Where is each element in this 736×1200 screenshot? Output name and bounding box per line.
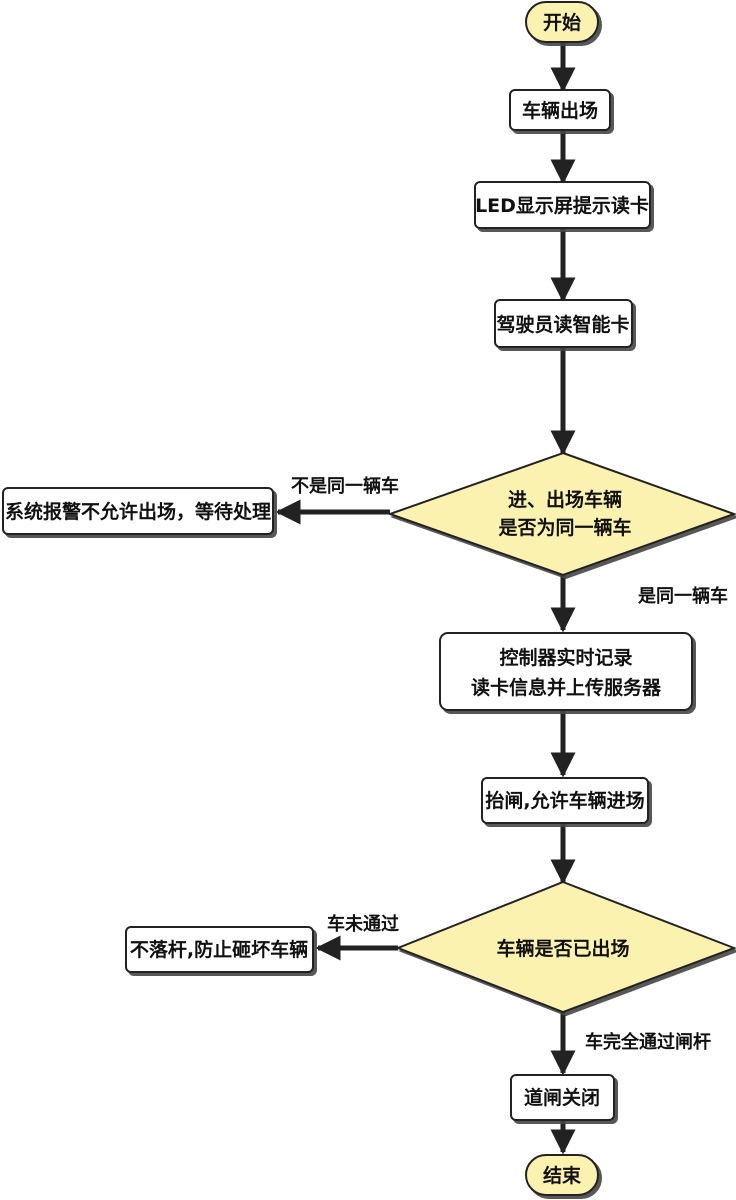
node-nodrop-label: 不落杆,防止砸坏车辆 [130, 938, 308, 961]
edge-label-not-passed: 车未通过 [327, 913, 399, 935]
node-start-label: 开始 [543, 11, 581, 34]
node-same-vehicle-decision: 进、出场车辆 是否为同一辆车 [386, 451, 736, 577]
node-alarm-label: 系统报警不允许出场，等待处理 [5, 500, 271, 523]
node-exit: 车辆出场 [509, 89, 611, 131]
connectors [275, 42, 576, 1155]
edge-label-is-same: 是同一辆车 [637, 585, 728, 607]
node-lift: 抬闸,允许车辆进场 [481, 777, 649, 824]
node-exit-label: 车辆出场 [522, 99, 598, 122]
decision2-label: 车辆是否已出场 [496, 937, 629, 960]
node-record-line2: 读卡信息并上传服务器 [471, 676, 662, 699]
node-end: 结束 [525, 1154, 599, 1196]
node-read: 驾驶员读智能卡 [494, 299, 633, 348]
node-read-label: 驾驶员读智能卡 [496, 313, 629, 336]
node-led-label: LED显示屏提示读卡 [475, 194, 649, 217]
edge-label-fully-passed: 车完全通过闸杆 [585, 1031, 711, 1053]
edge-label-not-same: 不是同一辆车 [291, 475, 399, 497]
node-lift-label: 抬闸,允许车辆进场 [485, 789, 644, 812]
node-alarm: 系统报警不允许出场，等待处理 [2, 487, 274, 535]
node-end-label: 结束 [543, 1164, 582, 1187]
node-close: 道闸关闭 [510, 1074, 615, 1121]
node-nodrop: 不落杆,防止砸坏车辆 [125, 926, 314, 973]
node-close-label: 道闸关闭 [524, 1086, 600, 1109]
decision1-line1: 进、出场车辆 [508, 488, 622, 511]
node-record-line1: 控制器实时记录 [499, 646, 632, 669]
node-led: LED显示屏提示读卡 [474, 181, 651, 229]
decision1-line2: 是否为同一辆车 [498, 516, 631, 539]
node-passed-decision: 车辆是否已出场 [395, 880, 736, 1014]
node-start: 开始 [525, 1, 599, 43]
node-record: 控制器实时记录 读卡信息并上传服务器 [439, 632, 693, 711]
